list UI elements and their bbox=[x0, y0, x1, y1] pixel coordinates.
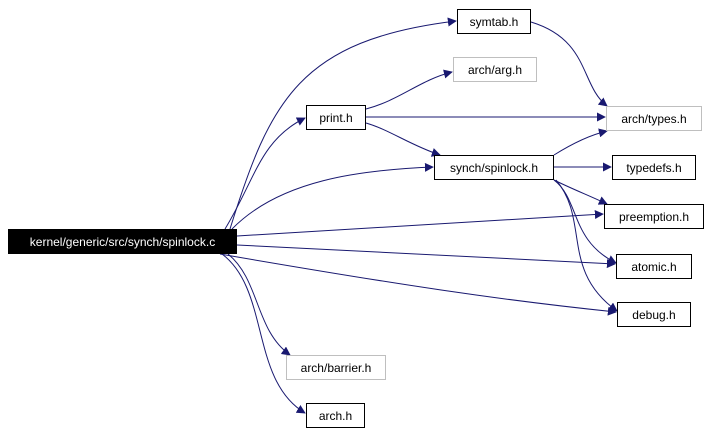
edge-spinlock_h-to-types bbox=[553, 128, 608, 156]
node-label: symtab.h bbox=[469, 14, 519, 29]
edge-symtab-to-types bbox=[530, 21, 608, 107]
edge-root-to-arch bbox=[221, 253, 306, 414]
node-synch-spinlock-h[interactable]: synch/spinlock.h bbox=[434, 155, 554, 180]
node-arch-barrier: arch/barrier.h bbox=[286, 355, 386, 380]
edge-root-to-barrier bbox=[227, 253, 291, 356]
node-label: arch/types.h bbox=[621, 111, 687, 126]
node-label: synch/spinlock.h bbox=[449, 160, 539, 175]
node-label: preemption.h bbox=[618, 209, 690, 224]
edge-root-to-symtab bbox=[229, 17, 457, 230]
edge-root-to-atomic bbox=[236, 244, 616, 269]
node-label: typedefs.h bbox=[626, 160, 682, 175]
node-print[interactable]: print.h bbox=[306, 105, 366, 130]
node-preemption[interactable]: preemption.h bbox=[604, 204, 704, 229]
node-arch-types: arch/types.h bbox=[606, 106, 702, 131]
node-label: debug.h bbox=[632, 307, 676, 322]
edge-root-to-preemption bbox=[236, 209, 604, 237]
node-label: arch/barrier.h bbox=[300, 360, 372, 375]
edge-print-to-arg bbox=[365, 69, 453, 110]
edge-root-to-spinlock_h bbox=[231, 162, 434, 230]
node-label: print.h bbox=[319, 110, 353, 125]
node-arch-arg: arch/arg.h bbox=[453, 57, 537, 82]
edge-spinlock_h-to-debug bbox=[555, 179, 618, 312]
node-atomic[interactable]: atomic.h bbox=[616, 254, 692, 279]
edge-spinlock_h-to-preemption bbox=[553, 179, 608, 205]
node-arch[interactable]: arch.h bbox=[306, 403, 365, 428]
node-typedefs[interactable]: typedefs.h bbox=[612, 155, 696, 180]
node-root: kernel/generic/src/synch/spinlock.c bbox=[8, 229, 237, 254]
node-label: kernel/generic/src/synch/spinlock.c bbox=[29, 234, 216, 249]
node-label: arch.h bbox=[318, 408, 353, 423]
edge-root-to-print bbox=[224, 117, 306, 230]
node-label: atomic.h bbox=[631, 259, 677, 274]
edge-root-to-debug bbox=[219, 253, 617, 316]
edge-print-to-spinlock_h bbox=[365, 122, 441, 157]
node-label: arch/arg.h bbox=[467, 62, 523, 77]
node-symtab[interactable]: symtab.h bbox=[457, 9, 531, 34]
node-debug[interactable]: debug.h bbox=[617, 302, 691, 327]
